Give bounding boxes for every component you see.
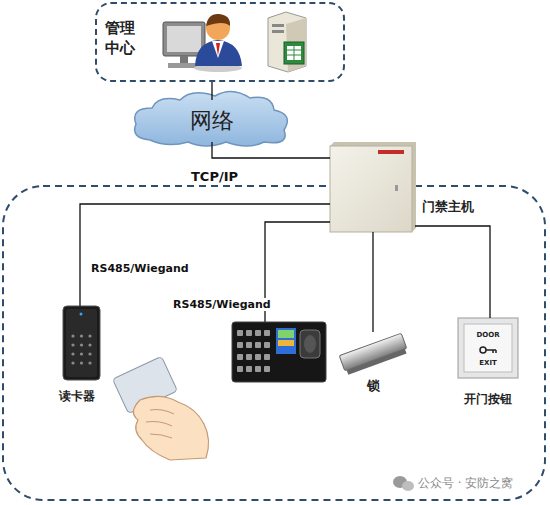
device-label: 开门按钮	[464, 391, 512, 407]
exit-button	[458, 318, 518, 378]
connector-wire	[212, 142, 330, 158]
device-label: 门禁主机	[422, 198, 474, 216]
network-cloud: 网络	[136, 96, 288, 146]
edge-label: RS485/Wiegand	[90, 262, 190, 275]
server-icon	[268, 12, 306, 72]
button-text: EXIT	[479, 359, 497, 368]
card-reader: 读卡器	[63, 306, 100, 380]
signal-label: RS485/Wiegand	[172, 298, 272, 311]
controller-box	[330, 142, 416, 232]
magnetic-lock	[339, 333, 408, 375]
device-label: 锁	[367, 377, 380, 395]
connector-wire	[80, 204, 330, 306]
button-text: DOOR	[476, 331, 499, 340]
node-title: 管理 中心	[105, 18, 137, 59]
connector-wire	[211, 82, 212, 100]
operator-icon	[163, 14, 242, 72]
lock: 锁	[342, 332, 404, 372]
card-and-hand	[112, 356, 208, 460]
exit-button: DOOREXIT开门按钮	[458, 318, 518, 378]
fingerprint-terminal	[232, 322, 326, 382]
management-center: 管理 中心	[95, 2, 345, 82]
connector-wire	[372, 232, 373, 332]
terminal-wire	[265, 222, 330, 322]
node-title: 网络	[190, 106, 234, 136]
site-region	[3, 186, 545, 500]
connector-wire	[415, 226, 490, 318]
card-reader	[63, 306, 100, 380]
network-cloud	[135, 91, 288, 146]
watermark: 公众号 · 安防之窝	[417, 475, 514, 492]
access-controller: 门禁主机	[330, 143, 415, 232]
watermark-icon	[393, 476, 414, 491]
device-label: 读卡器	[59, 388, 95, 404]
edge-label: TCP/IP	[190, 169, 239, 184]
